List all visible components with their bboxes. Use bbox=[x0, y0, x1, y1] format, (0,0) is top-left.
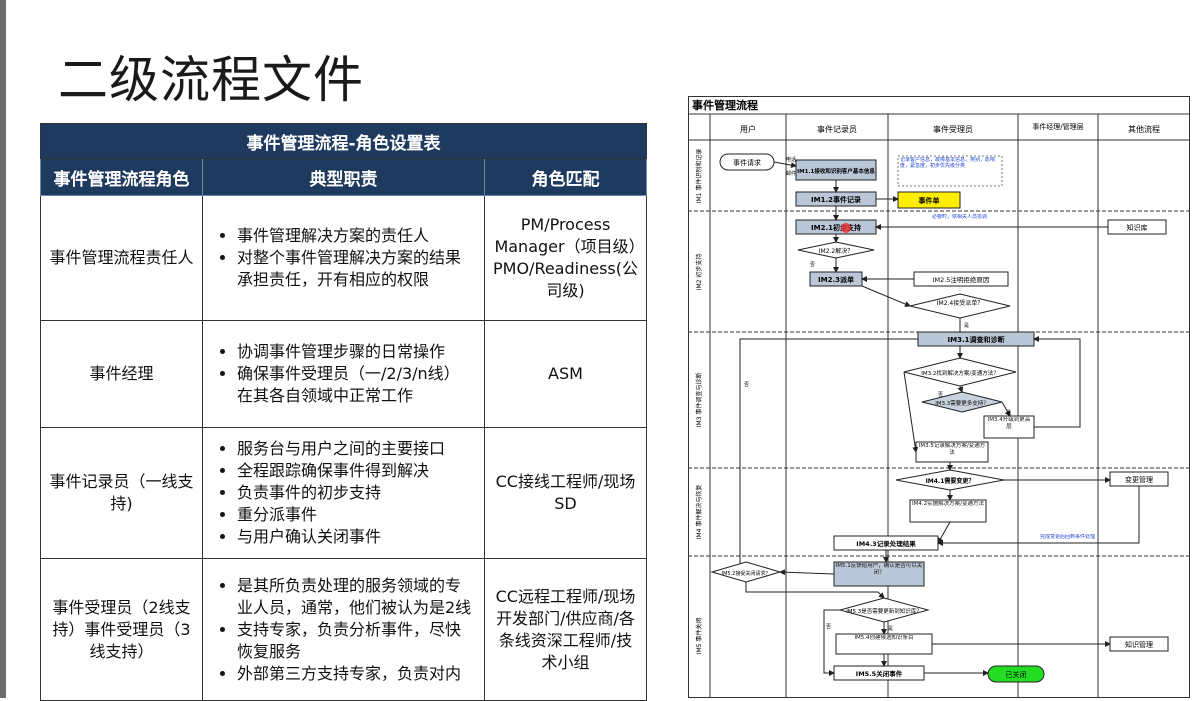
node-km-label: 知识管理 bbox=[1125, 640, 1153, 649]
node-im41-label: IM4.1需要变更？ bbox=[926, 477, 975, 485]
phase-im3: IM3 事件调查与诊断 bbox=[695, 373, 703, 428]
lane-handler: 事件受理员 bbox=[933, 124, 973, 134]
lane-recorder: 事件记录员 bbox=[817, 124, 857, 134]
note-record-text: 记录客户信息，故障基本信息，类别，影响度，紧急度，初步优先级分类 bbox=[900, 157, 996, 169]
label-call: 电话 bbox=[786, 156, 796, 163]
table-row: 事件管理流程责任人 事件管理解决方案的责任人 对整个事件管理解决方案的结果承担责… bbox=[40, 195, 648, 321]
label-yes-3: 是 bbox=[888, 626, 893, 632]
lane-user: 用户 bbox=[740, 124, 756, 134]
table-row: 事件记录员（一线支持) 服务台与用户之间的主要接口 全程跟踪确保事件得到解决 负… bbox=[40, 427, 648, 559]
phase-im5: IM5 事件关闭 bbox=[695, 618, 703, 655]
node-change-label: 变更管理 bbox=[1125, 475, 1153, 484]
duty-item: 负责事件的初步支持 bbox=[237, 482, 474, 504]
node-im12-label: IM1.2事件记录 bbox=[811, 195, 861, 204]
label-yes-2: 是 bbox=[1006, 410, 1011, 416]
lane-manager: 事件经理/管理层 bbox=[1032, 122, 1083, 131]
duty-item: 是其所负责处理的服务领域的专业人员，通常，他们被认为是2线 bbox=[237, 575, 474, 619]
role-cell: 事件管理流程责任人 bbox=[40, 195, 203, 321]
node-im32-label: IM3.2找到解决方案/变通方法？ bbox=[921, 369, 998, 377]
phase-im4: IM4 事件解决与恢复 bbox=[695, 485, 703, 540]
note-change-text: 完成变更后回到事件处理 bbox=[1040, 534, 1096, 540]
node-im34-label: IM3.4升级到更高层 bbox=[987, 417, 1031, 430]
node-im52-label: IM5.2接受关闭请求？ bbox=[722, 570, 771, 577]
node-im43-label: IM4.3记录处理结果 bbox=[856, 539, 916, 548]
node-im22-label: IM2.2解决？ bbox=[819, 247, 854, 255]
node-im55-label: IM5.5关闭事件 bbox=[856, 669, 903, 678]
note-coord-text: 必要时，依相关人员协调 bbox=[932, 214, 988, 220]
label-yes-1: 是 bbox=[964, 323, 969, 329]
duty-item: 确保事件受理员（一/2/3/n线）在其各自领域中正常工作 bbox=[237, 363, 474, 407]
header-duty: 典型职责 bbox=[202, 158, 485, 196]
duty-item: 外部第三方支持专家，负责对内 bbox=[237, 663, 474, 685]
duty-item: 协调事件管理步骤的日常操作 bbox=[237, 341, 474, 363]
node-im51 bbox=[833, 561, 925, 587]
node-im21-label: IM2.1初步支持 bbox=[811, 223, 861, 232]
node-kb-label: 知识库 bbox=[1127, 223, 1148, 232]
node-im53-label: IM5.3是否需要更新到知识库？ bbox=[846, 607, 922, 615]
duty-item: 重分派事件 bbox=[237, 504, 474, 526]
table-row: 事件经理 协调事件管理步骤的日常操作 确保事件受理员（一/2/3/n线）在其各自… bbox=[40, 320, 648, 428]
role-cell: 事件受理员（2线支持）事件受理员（3线支持） bbox=[40, 558, 203, 701]
label-no-1: 否 bbox=[810, 262, 815, 268]
duty-cell: 服务台与用户之间的主要接口 全程跟踪确保事件得到解决 负责事件的初步支持 重分派… bbox=[202, 427, 485, 559]
duty-item: 与用户确认关闭事件 bbox=[237, 526, 474, 548]
duty-cell: 是其所负责处理的服务领域的专业人员，通常，他们被认为是2线 支持专家，负责分析事… bbox=[202, 558, 485, 701]
label-no-4: 否 bbox=[826, 624, 831, 630]
match-cell: CC远程工程师/现场开发部门/供应商/各条线资深工程师/技术小组 bbox=[483, 558, 648, 701]
match-cell: PM/Process Manager（项目级）PMO/Readiness(公司级… bbox=[483, 195, 648, 321]
duty-item: 对整个事件管理解决方案的结果承担责任，开有相应的权限 bbox=[237, 247, 474, 291]
node-im35-label: IM3.5记录解决方案/变通方法 bbox=[918, 443, 986, 456]
pointer-marker bbox=[841, 223, 851, 233]
match-cell: CC接线工程师/现场SD bbox=[483, 427, 648, 559]
role-cell: 事件记录员（一线支持) bbox=[40, 427, 203, 559]
duty-item: 事件管理解决方案的责任人 bbox=[237, 225, 474, 247]
table-caption: 事件管理流程-角色设置表 bbox=[39, 123, 648, 159]
node-im33-label: IM3.3需要更多支持？ bbox=[935, 399, 989, 407]
role-cell: 事件经理 bbox=[40, 320, 203, 428]
process-flowchart: 事件管理流程 用户 事件记录员 事件受理员 事件经理/管理层 其他流程 IM1 … bbox=[688, 96, 1190, 698]
duty-item: 支持专家，负责分析事件，尽快恢复服务 bbox=[237, 619, 474, 663]
duty-item: 服务台与用户之间的主要接口 bbox=[237, 438, 474, 460]
node-im31-label: IM3.1调查和诊断 bbox=[948, 335, 1005, 344]
window-left-edge bbox=[0, 0, 6, 698]
table-caption-row: 事件管理流程-角色设置表 bbox=[39, 123, 648, 159]
duty-cell: 事件管理解决方案的责任人 对整个事件管理解决方案的结果承担责任，开有相应的权限 bbox=[202, 195, 485, 321]
node-im23-label: IM2.3派单 bbox=[818, 275, 854, 284]
label-mail: 邮件 bbox=[786, 170, 796, 177]
table-row: 事件受理员（2线支持）事件受理员（3线支持） 是其所负责处理的服务领域的专业人员… bbox=[40, 558, 648, 701]
node-im33 bbox=[921, 391, 1003, 413]
node-im24-label: IM2.4接受派单？ bbox=[937, 299, 984, 307]
node-im42-label: IM4.2实施解决方案/变通方法 bbox=[912, 501, 984, 507]
phase-im2: IM2 初步支持 bbox=[695, 254, 703, 291]
node-im25-label: IM2.5注明拒绝原因 bbox=[933, 275, 990, 284]
flowchart-svg: 事件管理流程 用户 事件记录员 事件受理员 事件经理/管理层 其他流程 IM1 … bbox=[688, 96, 1190, 698]
header-role: 事件管理流程角色 bbox=[40, 158, 203, 196]
node-request-label: 事件请求 bbox=[733, 158, 761, 167]
header-match: 角色匹配 bbox=[483, 158, 648, 196]
node-im54-label: IM5.4创建候选知识条目 bbox=[854, 635, 914, 641]
lane-other: 其他流程 bbox=[1128, 124, 1160, 134]
duty-cell: 协调事件管理步骤的日常操作 确保事件受理员（一/2/3/n线）在其各自领域中正常… bbox=[202, 320, 485, 428]
node-ticket-label: 事件单 bbox=[919, 196, 940, 205]
phase-im1: IM1 事件识别和记录 bbox=[695, 149, 703, 204]
table-header-row: 事件管理流程角色 典型职责 角色匹配 bbox=[40, 158, 648, 196]
match-cell: ASM bbox=[483, 320, 648, 428]
note-record bbox=[897, 155, 1003, 187]
node-im11-label: IM1.1接收和识别客户基本信息 bbox=[797, 167, 875, 175]
duty-item: 全程跟踪确保事件得到解决 bbox=[237, 460, 474, 482]
label-no-2: 否 bbox=[744, 382, 749, 388]
role-table: 事件管理流程-角色设置表 事件管理流程角色 典型职责 角色匹配 事件管理流程责任… bbox=[39, 123, 648, 701]
node-closed-label: 已关闭 bbox=[1006, 670, 1027, 679]
flow-title: 事件管理流程 bbox=[692, 98, 758, 112]
label-no-3: 否 bbox=[938, 392, 943, 398]
node-im51-label: IM5.1反馈给用户，确认是否可以关闭？ bbox=[835, 563, 923, 576]
page-title: 二级流程文件 bbox=[58, 51, 364, 109]
